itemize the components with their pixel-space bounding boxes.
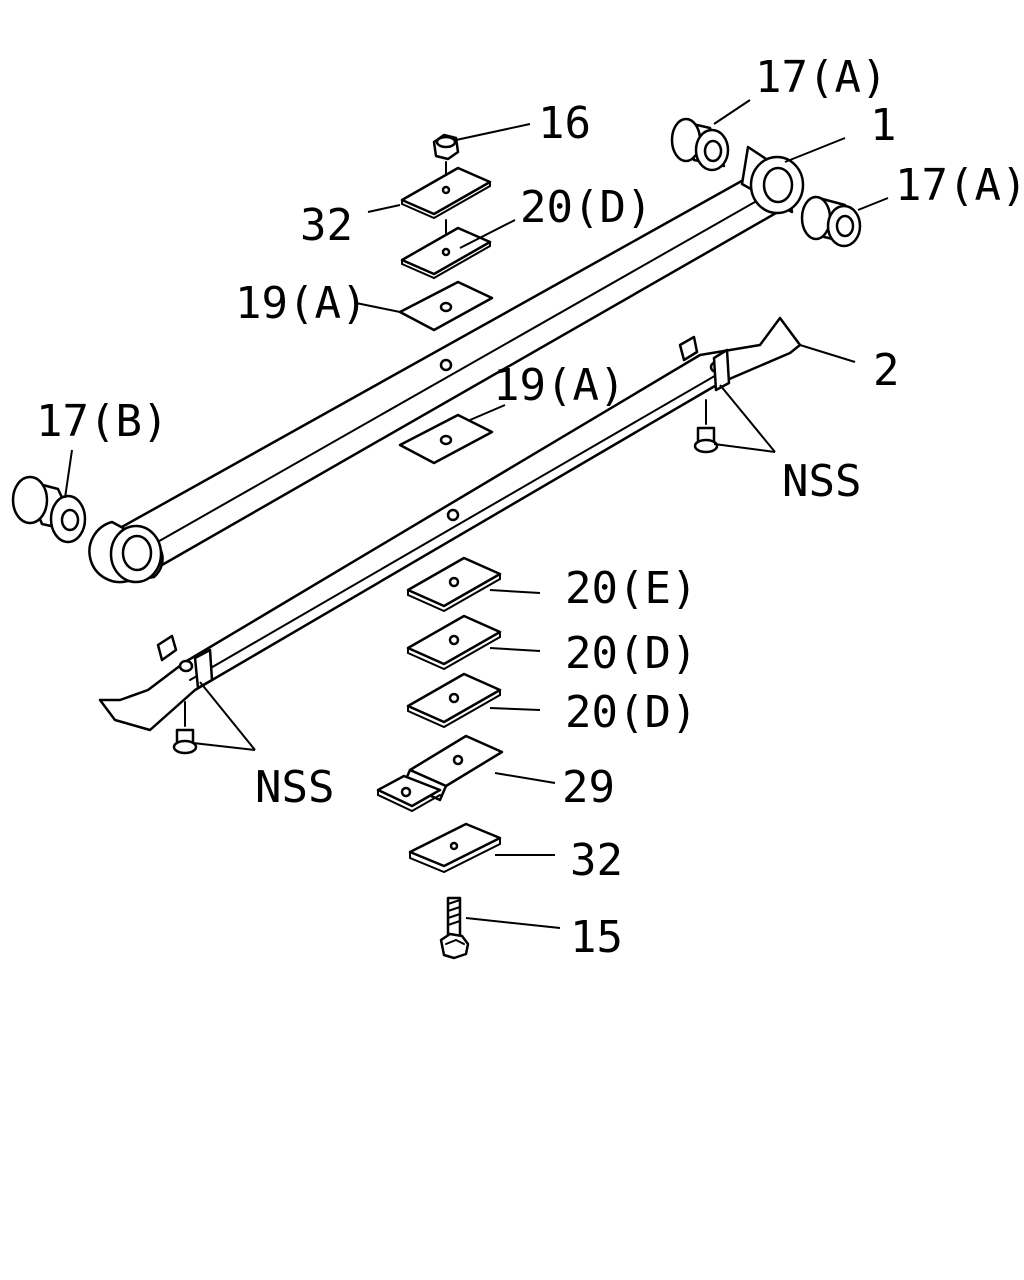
bushing-17b [11,475,87,544]
label-20d-lower-1: 20(D) [565,628,697,679]
pad-19a-top [398,280,494,332]
main-leaf-spring [88,145,805,584]
spacer-20d-top [400,226,492,280]
label-20d-lower-2: 20(D) [565,687,697,738]
second-leaf-spring [98,316,802,732]
bolt-15 [439,896,470,960]
label-32-bottom: 32 [570,835,623,886]
label-19a-top: 19(A) [235,278,367,329]
bushing-17a-right [800,195,862,248]
spacer-20d-lower-1 [406,614,502,671]
label-2: 2 [873,345,900,396]
bracket-29 [376,734,504,813]
label-15: 15 [570,912,623,963]
label-20d-top: 20(D) [520,182,652,233]
label-17a-right: 17(A) [895,160,1024,211]
label-nss-right: NSS [782,456,861,507]
nss-bolt-right [693,399,719,454]
label-17a-top: 17(A) [755,52,887,103]
spacer-20d-lower-2 [406,672,502,729]
plate-32-bottom [408,822,502,874]
label-29: 29 [562,762,615,813]
pad-19a-middle [398,413,494,465]
label-1: 1 [870,100,897,151]
label-16: 16 [538,98,591,149]
label-nss-left: NSS [255,762,334,813]
nss-bolt-left [172,701,198,755]
spacer-20e [406,556,502,613]
leader-lines [64,99,889,929]
label-17b: 17(B) [36,396,168,447]
label-32-top: 32 [300,200,353,251]
label-20e: 20(E) [565,563,697,614]
bushing-17a-top [670,117,730,172]
nut-16 [432,133,460,187]
label-19a-middle: 19(A) [493,360,625,411]
